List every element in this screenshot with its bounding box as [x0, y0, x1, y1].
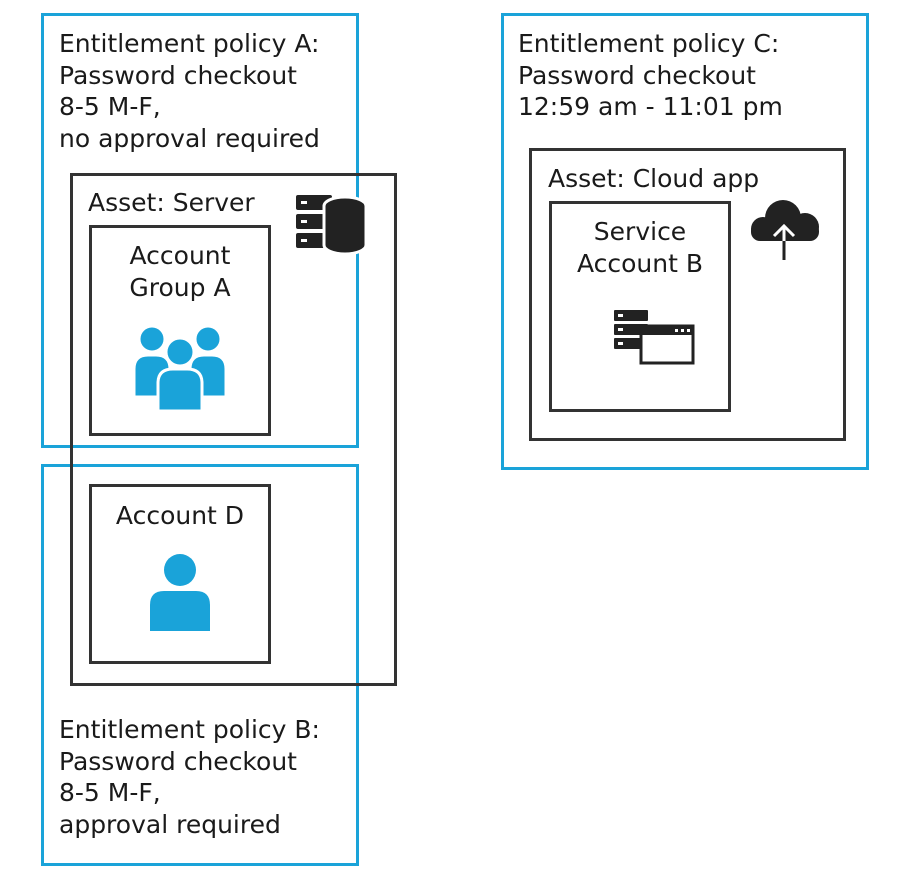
policy-b-title: Entitlement policy B: [59, 715, 320, 744]
account-group-a-line-2: Group A [129, 272, 231, 302]
policy-c-line-3: 12:59 am - 11:01 pm [518, 92, 783, 121]
policy-a-line-3: 8-5 M-F, [59, 92, 161, 121]
policy-a-line-2: Password checkout [59, 60, 297, 90]
account-d-label: Account D [115, 501, 245, 530]
account-group-a-label: Account Group A [89, 240, 271, 303]
policy-c-text: Entitlement policy C: Password checkout … [518, 28, 783, 123]
cloud-upload-icon [751, 200, 819, 260]
service-account-b-line-2: Account B [576, 248, 704, 278]
asset-server-label: Asset: Server [88, 188, 255, 217]
policy-c-line-2: Password checkout [518, 60, 756, 90]
asset-cloud-app-label: Asset: Cloud app [548, 164, 760, 193]
entitlement-policy-b-box [41, 464, 359, 866]
user-icon [150, 554, 210, 631]
policy-c-title: Entitlement policy C: [518, 29, 780, 58]
policy-b-line-3: 8-5 M-F, [59, 778, 161, 807]
policy-b-text: Entitlement policy B: Password checkout … [59, 714, 320, 840]
account-group-a-line-1: Account [129, 241, 231, 270]
server-database-icon [296, 195, 368, 256]
entitlement-policy-c-box [501, 13, 869, 470]
asset-server-box [70, 173, 397, 686]
asset-cloud-app-box [529, 148, 846, 441]
policy-b-line-4: approval required [59, 809, 281, 839]
server-window-icon [614, 310, 695, 365]
policy-a-text: Entitlement policy A: Password checkout … [59, 28, 320, 154]
service-account-b-label: Service Account B [549, 216, 731, 279]
policy-a-line-4: no approval required [59, 123, 320, 153]
account-d-box [89, 484, 271, 664]
policy-a-title: Entitlement policy A: [59, 29, 320, 58]
service-account-b-line-1: Service [593, 217, 687, 246]
user-group-icon [132, 324, 228, 411]
service-account-b-box [549, 201, 731, 412]
policy-b-line-2: Password checkout [59, 746, 297, 776]
account-group-a-box [89, 225, 271, 436]
